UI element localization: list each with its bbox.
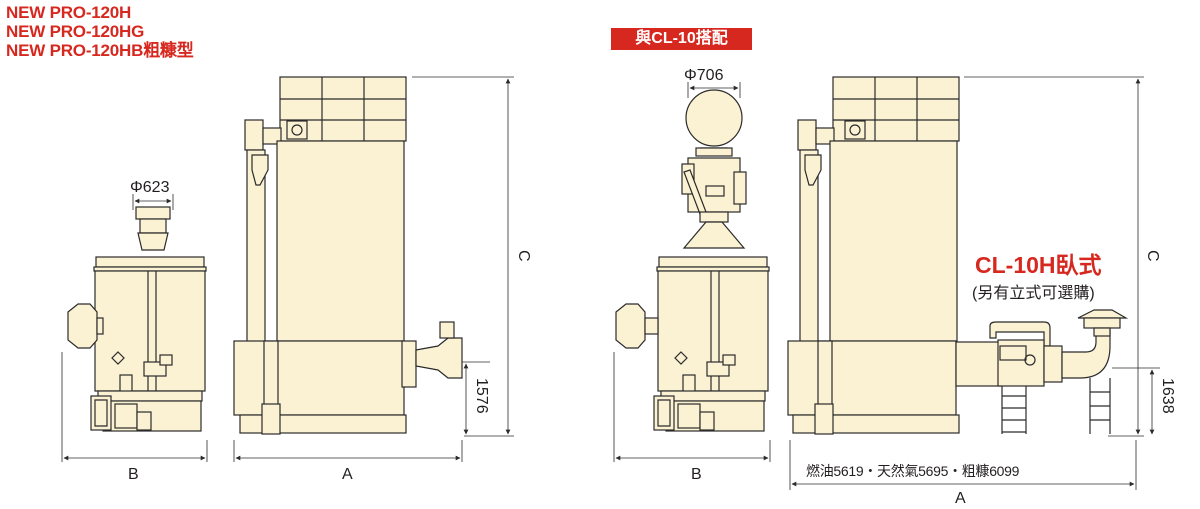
right-dim-a-label: A <box>955 490 966 507</box>
model-name-2: NEW PRO-120HG <box>6 22 145 41</box>
cl-10h-subtitle: (另有立式可選購) <box>972 285 1095 302</box>
cl-10h-title: CL-10H臥式 <box>975 252 1102 278</box>
left-height-label: 1576 <box>473 378 490 414</box>
right-side-unit <box>615 89 770 432</box>
right-tall-dryer <box>787 76 1003 435</box>
left-dim-a-label: A <box>342 466 353 483</box>
left-dim-c-label: C <box>515 250 532 262</box>
right-height-label: 1638 <box>1159 378 1176 414</box>
left-diameter-label: Φ623 <box>130 179 170 196</box>
right-diameter-label: Φ706 <box>684 67 724 84</box>
left-dim-b-label: B <box>128 466 139 483</box>
model-name-3: NEW PRO-120HB粗糠型 <box>6 41 194 60</box>
right-dim-b-label: B <box>691 466 702 483</box>
fuel-dimension-label: 燃油5619・天然氣5695・粗糠6099 <box>806 463 1020 479</box>
left-side-unit <box>67 206 207 432</box>
cl-10h-unit <box>989 309 1129 434</box>
model-name-1: NEW PRO-120H <box>6 3 132 22</box>
right-dim-c-label: C <box>1144 250 1161 262</box>
left-tall-dryer <box>233 76 463 435</box>
cl10-badge: 與CL-10搭配 <box>611 28 752 50</box>
